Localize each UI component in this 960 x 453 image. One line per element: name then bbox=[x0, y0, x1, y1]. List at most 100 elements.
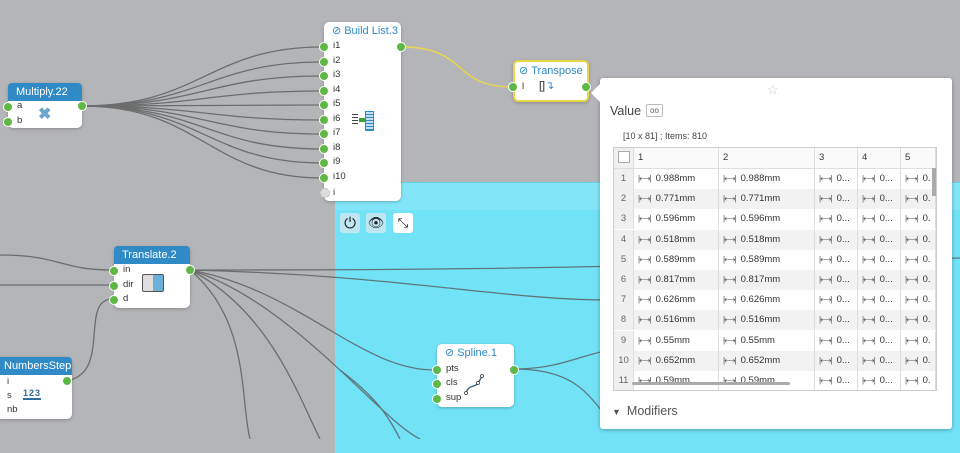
table-cell[interactable]: |⟷|0... bbox=[815, 169, 858, 189]
input-port-dir[interactable] bbox=[109, 281, 119, 291]
input-port-i2[interactable] bbox=[319, 56, 329, 67]
table-cell[interactable]: |⟷|0... bbox=[858, 330, 901, 351]
table-cell[interactable]: |⟷|0.988mm bbox=[719, 169, 815, 189]
table-cell[interactable]: |⟷|0.589mm bbox=[719, 249, 815, 270]
input-port-i5[interactable] bbox=[319, 100, 329, 110]
node-spline[interactable]: ⊘Spline.1 pts cls sup bbox=[432, 344, 519, 407]
table-cell[interactable]: |⟷|0.771mm bbox=[719, 189, 815, 210]
table-cell[interactable]: |⟷|0... bbox=[858, 371, 901, 390]
visibility-off-icon[interactable]: ⊘ bbox=[332, 25, 342, 37]
input-port-i8[interactable] bbox=[319, 143, 329, 154]
table-cell[interactable]: |⟷|0... bbox=[858, 350, 901, 371]
table-cell[interactable]: |⟷|0.596mm bbox=[719, 209, 815, 230]
node-translate[interactable]: Translate.2 in dir d bbox=[109, 246, 195, 308]
table-cell[interactable]: |⟷|0.771mm bbox=[634, 189, 719, 210]
table-cell[interactable]: |⟷|0... bbox=[858, 209, 901, 230]
input-port-d[interactable] bbox=[109, 295, 119, 305]
table-cell[interactable]: |⟷|0.518mm bbox=[634, 229, 719, 250]
table-cell[interactable]: |⟷|0... bbox=[815, 189, 858, 210]
table-cell[interactable]: |⟷|0... bbox=[815, 229, 858, 250]
table-cell[interactable]: |⟷|0... bbox=[858, 310, 901, 331]
table-cell[interactable]: |⟷|0.817mm bbox=[634, 270, 719, 290]
input-port-a[interactable] bbox=[3, 102, 13, 112]
table-cell[interactable]: |⟷|0. bbox=[901, 371, 936, 390]
table-cell[interactable]: |⟷|0.516mm bbox=[634, 310, 719, 331]
table-cell[interactable]: |⟷|0... bbox=[858, 290, 901, 311]
table-cell[interactable]: |⟷|0. bbox=[901, 330, 936, 351]
input-port-i4[interactable] bbox=[319, 85, 329, 96]
table-cell[interactable]: |⟷|0.518mm bbox=[719, 229, 815, 250]
output-port[interactable] bbox=[185, 265, 195, 275]
table-cell[interactable]: |⟷|0... bbox=[815, 330, 858, 351]
output-port[interactable] bbox=[509, 365, 519, 375]
input-port-l[interactable] bbox=[508, 82, 518, 92]
group-power-button[interactable]: ⏻ bbox=[340, 213, 360, 233]
table-row[interactable]: 4|⟷|0.518mm|⟷|0.518mm|⟷|0...|⟷|0...|⟷|0. bbox=[614, 229, 936, 250]
binoculars-icon[interactable]: oo bbox=[646, 104, 663, 117]
table-cell[interactable]: |⟷|0... bbox=[858, 169, 901, 189]
column-header[interactable]: 2 bbox=[719, 148, 815, 168]
table-cell[interactable]: |⟷|0... bbox=[815, 371, 858, 390]
input-port-i6[interactable] bbox=[319, 114, 329, 125]
table-cell[interactable]: |⟷|0.596mm bbox=[634, 209, 719, 230]
table-cell[interactable]: |⟷|0... bbox=[815, 310, 858, 331]
select-all-checkbox[interactable] bbox=[617, 151, 630, 164]
table-cell[interactable]: |⟷|0. bbox=[901, 169, 936, 189]
table-cell[interactable]: |⟷|0.652mm bbox=[634, 350, 719, 371]
table-cell[interactable]: |⟷|0.55mm bbox=[634, 330, 719, 351]
table-cell[interactable]: |⟷|0.589mm bbox=[634, 249, 719, 270]
table-cell[interactable]: |⟷|0... bbox=[858, 189, 901, 210]
table-cell[interactable]: |⟷|0... bbox=[858, 229, 901, 250]
table-cell[interactable]: |⟷|0. bbox=[901, 290, 936, 311]
output-port[interactable] bbox=[62, 376, 72, 386]
table-cell[interactable]: |⟷|0. bbox=[901, 249, 936, 270]
input-port-i10[interactable] bbox=[319, 172, 329, 183]
table-cell[interactable]: |⟷|0... bbox=[815, 270, 858, 290]
pin-icon[interactable]: ☆ bbox=[767, 82, 779, 97]
input-port-in[interactable] bbox=[109, 266, 119, 276]
table-cell[interactable]: |⟷|0.516mm bbox=[719, 310, 815, 331]
column-header[interactable]: 4 bbox=[858, 148, 901, 168]
input-port-pts[interactable] bbox=[432, 365, 442, 375]
table-row[interactable]: 6|⟷|0.817mm|⟷|0.817mm|⟷|0...|⟷|0...|⟷|0. bbox=[614, 270, 936, 290]
table-cell[interactable]: |⟷|0. bbox=[901, 350, 936, 371]
input-port-b[interactable] bbox=[3, 117, 13, 127]
input-port-i7[interactable] bbox=[319, 129, 329, 139]
table-cell[interactable]: |⟷|0.626mm bbox=[719, 290, 815, 311]
node-multiply[interactable]: Multiply.22 a b ✖ bbox=[3, 83, 87, 128]
table-cell[interactable]: |⟷|0.55mm bbox=[719, 330, 815, 351]
table-cell[interactable]: |⟷|0.988mm bbox=[634, 169, 719, 189]
table-cell[interactable]: |⟷|0.59mm bbox=[634, 371, 719, 390]
table-cell[interactable]: |⟷|0... bbox=[815, 249, 858, 270]
table-cell[interactable]: |⟷|0.817mm bbox=[719, 270, 815, 290]
group-visibility-button[interactable]: 👁 bbox=[366, 213, 386, 233]
table-cell[interactable]: |⟷|0... bbox=[815, 350, 858, 371]
table-row[interactable]: 2|⟷|0.771mm|⟷|0.771mm|⟷|0...|⟷|0...|⟷|0. bbox=[614, 189, 936, 210]
table-cell[interactable]: |⟷|0... bbox=[815, 209, 858, 230]
table-cell[interactable]: |⟷|0. bbox=[901, 209, 936, 230]
output-port[interactable] bbox=[581, 82, 591, 92]
visibility-off-icon[interactable]: ⊘ bbox=[445, 347, 455, 359]
input-port-i1[interactable] bbox=[319, 42, 329, 52]
table-cell[interactable]: |⟷|0. bbox=[901, 310, 936, 331]
table-cell[interactable]: |⟷|0.626mm bbox=[634, 290, 719, 311]
group-collapse-button[interactable]: ⤡ bbox=[393, 213, 413, 233]
table-cell[interactable]: |⟷|0. bbox=[901, 270, 936, 290]
vertical-scrollbar[interactable] bbox=[932, 168, 936, 196]
table-row[interactable]: 1|⟷|0.988mm|⟷|0.988mm|⟷|0...|⟷|0...|⟷|0. bbox=[614, 169, 936, 189]
table-cell[interactable]: |⟷|0... bbox=[858, 249, 901, 270]
horizontal-scrollbar[interactable] bbox=[632, 382, 790, 385]
table-cell[interactable]: |⟷|0.59mm bbox=[719, 371, 815, 390]
input-port-cls[interactable] bbox=[432, 379, 442, 389]
modifiers-toggle[interactable]: ▼Modifiers bbox=[612, 404, 678, 418]
column-header[interactable]: 3 bbox=[815, 148, 858, 168]
table-row[interactable]: 10|⟷|0.652mm|⟷|0.652mm|⟷|0...|⟷|0...|⟷|0… bbox=[614, 350, 936, 371]
select-all-cell[interactable] bbox=[614, 148, 634, 168]
input-port-i9[interactable] bbox=[319, 158, 329, 168]
table-row[interactable]: 8|⟷|0.516mm|⟷|0.516mm|⟷|0...|⟷|0...|⟷|0. bbox=[614, 310, 936, 331]
column-header[interactable]: 1 bbox=[634, 148, 719, 168]
column-header[interactable]: 5 bbox=[901, 148, 936, 168]
node-transpose[interactable]: ⊘Transpose l []↴ bbox=[508, 60, 591, 102]
